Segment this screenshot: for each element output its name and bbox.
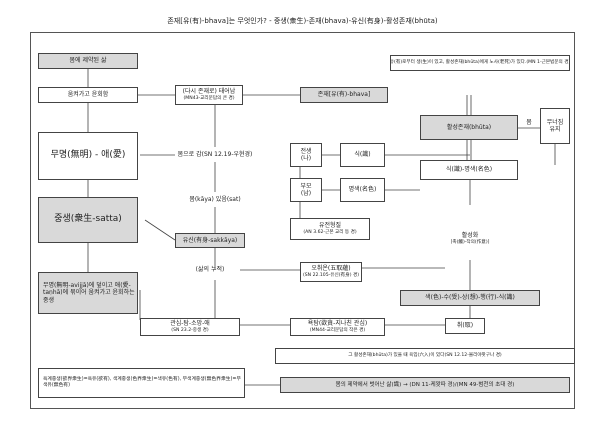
gather-label: 무너짐 [546, 118, 564, 126]
name-form-box: 명색(名色) [340, 178, 385, 202]
aggregates-box: 색(色)-수(受)-상(想)-행(行)-식(識) [400, 290, 540, 306]
diagram-title: 존재[유(有)-bhava]는 무엇인가? - 중생(衆生)-존재(bhava)… [167, 17, 438, 25]
rebirth-box: (다시 존재로) 태어남 (MN43-교리문답의 큰 경) [175, 85, 243, 105]
parents-sub: (남) [300, 190, 312, 197]
rebirth-line1: (다시 존재로) 태어남 [182, 88, 236, 96]
prev-life-box: 전생 (나) [290, 143, 322, 167]
consciousness-box: 식(識) [340, 143, 385, 167]
quote-box: 유(有)로부터 생(生)이 있고, 활성존재(bhūta)에게 노사(老死)가 … [390, 55, 570, 71]
prev-label: 전생 [300, 147, 312, 155]
kaya-label: 몸(kāya) 있음(sat) [189, 196, 241, 204]
liberation-box: 몸의 제약에서 벗어난 삶(識) → (DN 11-케왓따 경)/(MN 49-… [280, 377, 570, 393]
clinging-src: (SN 23.2-중생 경) [171, 327, 209, 333]
prev-sub: (나) [300, 155, 312, 162]
activate-sub: [촉(觸)-작의(作意)] [450, 239, 490, 245]
desire-line2: (MN44-교리문답의 작은 경) [309, 327, 366, 333]
five-aggr-line1: 오취온(五取蘊) [311, 265, 351, 273]
parents-label: 부모 [300, 182, 312, 190]
five-aggr-line2: (SN 22.105-유신(有身) 경) [302, 272, 360, 278]
sakkaya-box: 유신(有身-sakkāya) [175, 233, 245, 248]
desire-box: 욕탐(欲貪-지나친 관심) (MN44-교리문답의 작은 경) [290, 318, 385, 336]
realms-box: 욕계중생(欲界衆生)=욕유(欲有), 색계중생(色界衆生)=색유(色有), 무색… [38, 368, 245, 398]
parents-box: 부모 (남) [290, 178, 322, 202]
clinging-label: 관심-탐-소망-애 [170, 320, 210, 328]
live-die-box: 움켜가고 윤회함 [38, 87, 138, 103]
avijja-box: 무명(無明-avijjā)에 덮이고 애(愛-taṇhā)에 묶이어 움켜가고 … [38, 272, 138, 314]
desire-line1: 욕탐(欲貪-지나친 관심) [307, 320, 368, 328]
namarupa-label: 몸으로 감(SN 12.19-우현경) [177, 151, 253, 159]
sik-namarupa-box: 식(識)-명색(名色) [420, 160, 518, 180]
gene-line2: (AN 3.62-근본 교리 등 경) [303, 229, 357, 235]
diagram-frame [30, 32, 575, 409]
bhuta-box: 활성존재(bhūta) [420, 115, 518, 140]
life-accum-label: (삶의 누적) [195, 266, 225, 274]
gather2-label: 유지 [549, 126, 561, 133]
line [144, 219, 176, 241]
grasp-box: 취(取) [445, 318, 485, 334]
body-label: 몸 [526, 119, 532, 127]
bhava-box: 존재[유(有)-bhava] [300, 87, 388, 103]
clinging-box: 관심-탐-소망-애 (SN 23.2-중생 경) [140, 318, 240, 336]
activate-line1: 활성화 [461, 232, 479, 240]
gather-box: 무너짐 유지 [540, 108, 570, 144]
bond-box: 몸에 제약된 삶 [38, 53, 138, 69]
ignorance-box: 무명(無明) - 애(愛) [38, 132, 138, 180]
activate-label: 활성화 [촉(觸)-작의(作意)] [430, 228, 510, 250]
gene-line1: 유전형질 [318, 222, 342, 230]
gene-box: 유전형질 (AN 3.62-근본 교리 등 경) [290, 218, 370, 240]
five-aggregates-box: 오취온(五取蘊) (SN 22.105-유신(有身) 경) [300, 262, 362, 282]
rebirth-line2: (MN43-교리문답의 큰 경) [183, 95, 235, 101]
satta-box: 중생(衆生-satta) [38, 197, 138, 243]
exists-box: 그 활성존재(bhūta)가 있을 때 육입(六入)이 있다(SN 12.12-… [275, 348, 575, 364]
